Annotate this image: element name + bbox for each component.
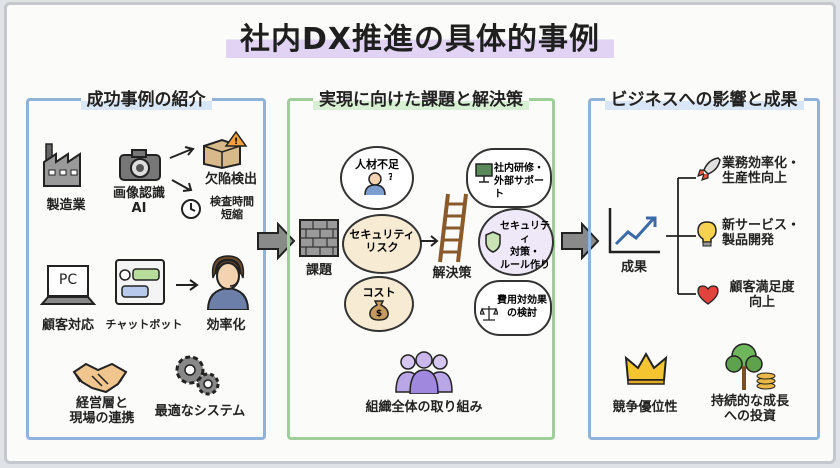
label-efficiency-left: 効率化: [206, 318, 246, 333]
big-arrow-icon: [257, 222, 296, 260]
label-org-effort: 組織全体の取り組み: [365, 400, 483, 415]
operator-icon: [206, 255, 250, 310]
crown-icon: [624, 351, 668, 385]
presentation-board-icon: [475, 163, 493, 183]
scales-icon: [480, 306, 498, 321]
title-wrap: 社内DX推進の具体的事例: [0, 14, 840, 58]
label-management: 経営層と現場の連携: [69, 396, 135, 426]
svg-text:$: $: [376, 309, 382, 319]
rocket-icon: [697, 157, 721, 181]
panel-title-impact: ビジネスへの影響と成果: [604, 90, 804, 110]
label-customer: 顧客対応: [41, 318, 94, 333]
arrow-icon: [171, 179, 193, 192]
brick-wall-icon: [299, 219, 339, 257]
bubble-security-rules: セキュリティ対策・ルール作り: [478, 208, 554, 276]
label-new-service: 新サービス・製品開発: [722, 218, 801, 248]
pc-screen-label: PC: [58, 272, 78, 288]
label-results: 成果: [620, 260, 647, 275]
laptop-icon: [40, 265, 96, 305]
gears-icon: [175, 355, 220, 396]
clock-icon: [181, 199, 201, 219]
bubble-cost-eval: 費用対効果の検討: [474, 280, 552, 336]
person-question-icon: ?: [364, 172, 394, 196]
panel-issues-solutions: 実現に向けた課題と解決策: [287, 90, 555, 440]
label-productivity: 業務効率化・生産性向上: [722, 156, 801, 186]
label-inspection: 検査時間短縮: [210, 195, 254, 221]
camera-icon: [119, 149, 161, 181]
branch-lines: [666, 177, 696, 295]
label-chatbot: チャットボット: [105, 318, 183, 331]
arrow-icon: [169, 146, 195, 159]
money-bag-icon: $: [369, 300, 389, 321]
panel-business-impact: ビジネスへの影響と成果: [588, 90, 820, 440]
label-competitive: 競争優位性: [612, 400, 678, 415]
arrow-icon: [176, 279, 199, 291]
shield-document-icon: [485, 231, 501, 253]
heart-icon: [697, 285, 719, 305]
svg-text:!: !: [234, 137, 238, 147]
chat-window-icon: [115, 259, 165, 305]
lightbulb-icon: [697, 221, 717, 247]
bubble-training: 社内研修・外部サポート: [466, 148, 552, 208]
panel-title-issues: 実現に向けた課題と解決策: [313, 90, 529, 110]
label-manufacturing: 製造業: [46, 198, 86, 213]
label-issues: 課題: [305, 263, 332, 278]
bubble-security-risk: セキュリティ リスク: [342, 214, 422, 274]
svg-text:?: ?: [388, 172, 392, 183]
bubble-talent: 人材不足 ?: [340, 146, 414, 210]
handshake-icon: [72, 362, 128, 394]
label-solution: 解決策: [432, 266, 472, 281]
panel-title-success: 成功事例の紹介: [80, 90, 212, 110]
money-tree-icon: [725, 343, 776, 390]
label-growth: 持続的な成長への投資: [710, 394, 789, 424]
arrow-icon: [420, 235, 439, 247]
group-people-icon: [395, 351, 453, 394]
page-title: 社内DX推進の具体的事例: [225, 14, 615, 58]
panel-success-cases: 成功事例の紹介: [26, 90, 266, 440]
label-satisfaction: 顧客満足度向上: [729, 280, 795, 310]
factory-icon: [43, 143, 81, 187]
growth-chart-icon: [608, 208, 660, 254]
bubble-cost: コスト $: [344, 276, 414, 332]
label-system: 最適なシステム: [154, 404, 246, 419]
label-defect: 欠陥検出: [204, 172, 257, 187]
defective-box-icon: !: [203, 130, 248, 170]
ladder-icon: [438, 193, 468, 263]
